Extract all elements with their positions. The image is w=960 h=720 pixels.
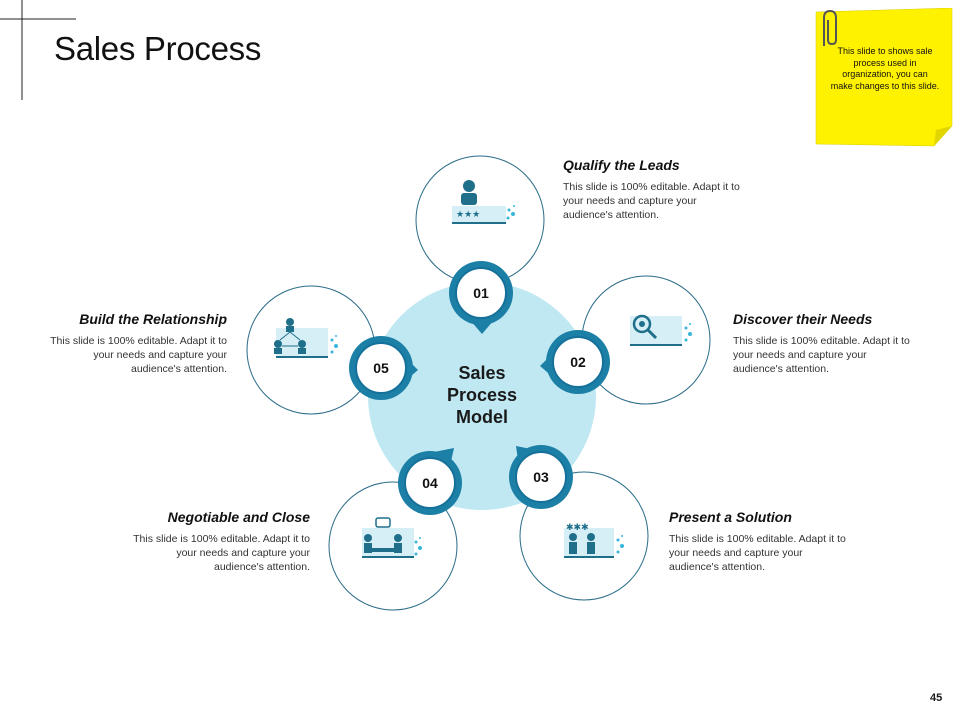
sticky-note-text: This slide to shows sale process used in… — [830, 46, 940, 91]
sticky-note: This slide to shows sale process used in… — [814, 8, 954, 148]
people-idea-icon: ✱✱✱ — [564, 522, 624, 558]
page-title: Sales Process — [54, 30, 262, 67]
hub-label: Sales Process Model — [446, 363, 518, 427]
network-people-icon — [274, 318, 338, 358]
badge-ring-05 — [349, 336, 413, 400]
paperclip-icon — [823, 9, 837, 46]
step-title-04: Negotiable and Close — [167, 509, 310, 525]
badge-ring-03 — [509, 445, 573, 509]
step-title-03: Present a Solution — [669, 509, 792, 525]
step-desc-03: This slide is 100% editable. Adapt it to… — [669, 533, 846, 573]
badge-ring-04 — [398, 451, 462, 515]
step-desc-04: This slide is 100% editable. Adapt it to… — [133, 533, 310, 573]
magnifier-icon — [630, 314, 692, 346]
step-desc-02: This slide is 100% editable. Adapt it to… — [733, 335, 910, 375]
badge-ring-02 — [546, 330, 610, 394]
step-title-02: Discover their Needs — [733, 311, 873, 327]
svg-text:★★★: ★★★ — [456, 209, 480, 219]
page-number: 45 — [930, 692, 943, 704]
meeting-icon — [362, 517, 422, 558]
svg-text:✱✱✱: ✱✱✱ — [566, 522, 589, 532]
step-badge-04: 04 — [422, 475, 438, 491]
step-title-05: Build the Relationship — [79, 311, 227, 327]
step-title-01: Qualify the Leads — [563, 157, 680, 173]
step-desc-01: This slide is 100% editable. Adapt it to… — [563, 181, 740, 221]
badge-ring-01 — [449, 261, 513, 325]
step-badge-01: 01 — [473, 285, 489, 301]
step-badge-02: 02 — [570, 354, 586, 370]
step-badge-03: 03 — [533, 469, 549, 485]
step-badge-05: 05 — [373, 360, 389, 376]
step-desc-05: This slide is 100% editable. Adapt it to… — [50, 335, 227, 375]
person-stars-icon: ★★★ — [452, 180, 515, 224]
